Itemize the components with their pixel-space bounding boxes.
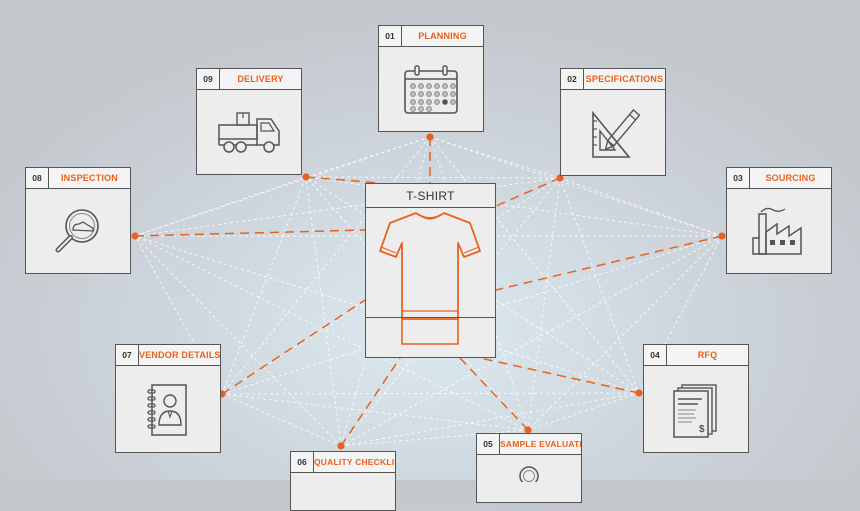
connector-line [134, 235, 342, 447]
connector-line [429, 136, 561, 179]
center-divider [366, 317, 495, 318]
delivery-truck-icon [218, 111, 280, 153]
stage-card-delivery[interactable]: 09 DELIVERY [196, 68, 302, 175]
stage-card-sourcing[interactable]: 03 SOURCING [726, 167, 832, 274]
stage-label: VENDOR DETAILS [139, 350, 220, 360]
connector-line [305, 176, 381, 184]
connector-line [305, 136, 431, 178]
connector-line [134, 229, 366, 237]
connector-line [340, 429, 529, 447]
set-square-pencil-icon [592, 109, 641, 158]
stage-label: RFQ [697, 350, 718, 360]
stage-number: 04 [644, 345, 667, 365]
connector-line [221, 393, 342, 447]
center-product-card[interactable]: T-SHIRT [365, 183, 496, 358]
contact-book-icon [147, 383, 187, 436]
connector-node [131, 232, 139, 240]
stage-label: SOURCING [765, 173, 816, 183]
connector-line [429, 136, 640, 394]
connector-node [302, 173, 310, 181]
stage-label: SPECIFICATIONS [585, 74, 664, 84]
stage-card-planning[interactable]: 01 PLANNING [378, 25, 484, 132]
connector-node [426, 133, 434, 141]
connector-line [495, 177, 561, 207]
stage-number: 09 [197, 69, 220, 89]
connector-line [559, 177, 640, 394]
connector-line [305, 176, 561, 179]
stage-label: QUALITY CHECKLIST [314, 457, 395, 467]
connector-line [340, 177, 561, 447]
connector-line [527, 177, 561, 431]
connector-line [134, 136, 431, 237]
connector-line [527, 392, 640, 431]
connector-node [556, 174, 564, 182]
connector-line [559, 177, 723, 237]
center-title: T-SHIRT [366, 184, 495, 208]
connector-line [221, 299, 366, 395]
connector-line [221, 136, 431, 395]
stage-number: 05 [477, 434, 500, 454]
connector-line [340, 357, 401, 447]
connector-line [134, 235, 529, 431]
connector-line [221, 392, 640, 395]
connector-line [221, 393, 529, 431]
stage-label: PLANNING [418, 31, 467, 41]
magnifier-icon [519, 466, 539, 482]
connector-line [134, 177, 561, 237]
stage-card-inspection[interactable]: 08 INSPECTION [25, 167, 131, 274]
connector-line [221, 176, 307, 395]
connector-line [459, 357, 529, 431]
stage-label: DELIVERY [237, 74, 284, 84]
t-shirt-icon [379, 212, 481, 345]
magnifier-shoe-icon [55, 208, 99, 252]
stage-label: SAMPLE EVALUATION [500, 439, 581, 449]
stage-card-rfq[interactable]: 04 RFQ $ [643, 344, 749, 453]
stage-number: 03 [727, 168, 750, 188]
connector-node [337, 442, 345, 450]
stage-number: 01 [379, 26, 402, 46]
connector-node [635, 389, 643, 397]
stage-number: 08 [26, 168, 49, 188]
connector-node [524, 426, 532, 434]
connector-line [479, 357, 640, 394]
connector-line [495, 235, 723, 291]
svg-text:$: $ [699, 424, 705, 435]
connector-line [340, 392, 640, 447]
connector-line [527, 235, 723, 431]
stage-number: 06 [291, 452, 314, 472]
connector-node [718, 232, 726, 240]
connector-line [134, 176, 307, 237]
stage-number: 02 [561, 69, 584, 89]
stage-number: 07 [116, 345, 139, 365]
connector-line [134, 235, 640, 394]
calendar-icon [404, 64, 458, 114]
document-dollar-icon: $ [673, 383, 717, 438]
connector-line [340, 235, 723, 447]
factory-icon [752, 207, 802, 255]
stage-label: INSPECTION [60, 173, 118, 183]
